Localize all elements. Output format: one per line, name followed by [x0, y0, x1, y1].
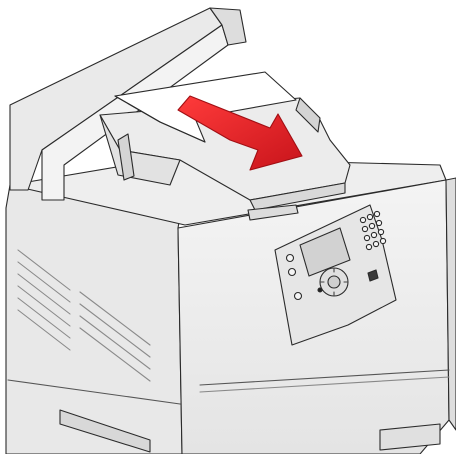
printer-body	[6, 158, 456, 454]
navigation-button	[320, 268, 348, 296]
